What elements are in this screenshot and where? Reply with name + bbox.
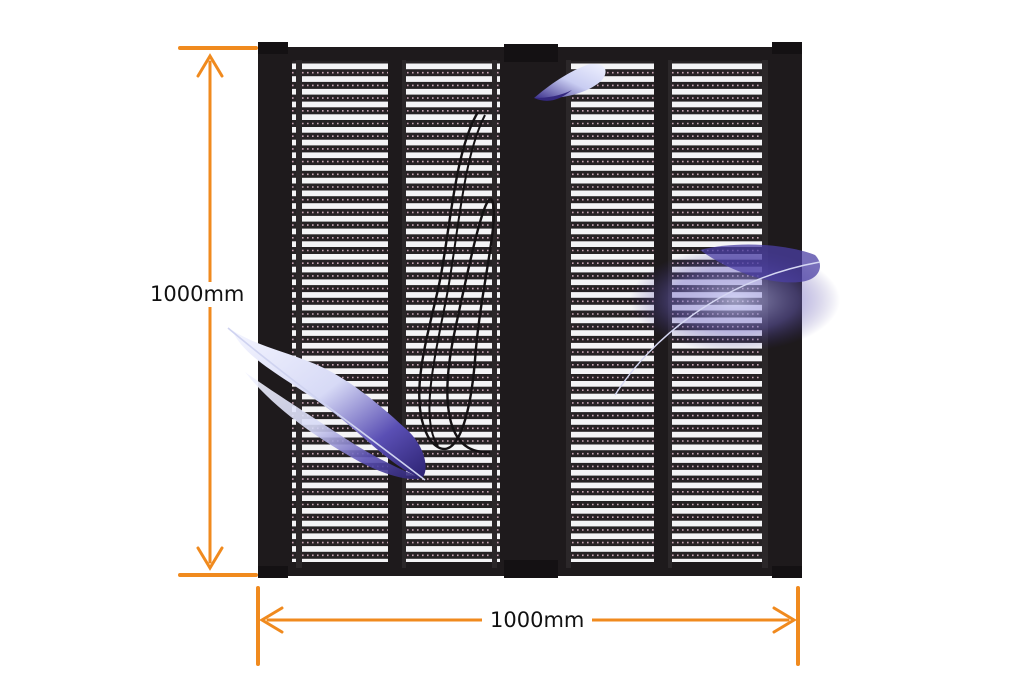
arrow-icon (259, 606, 284, 634)
frame-rail (566, 60, 571, 568)
width-dimension-label: 1000mm (482, 608, 593, 633)
frame-connector (504, 44, 558, 62)
frame-connector (504, 560, 558, 578)
power-cable (418, 111, 496, 454)
arrow-icon (772, 606, 797, 634)
frame-rail (402, 60, 406, 568)
frame-connector (258, 566, 288, 578)
arrow-icon (196, 53, 224, 78)
frame-connector (772, 42, 802, 54)
arrow-icon (196, 546, 224, 571)
feather-icon (614, 244, 840, 396)
feather-icon (534, 63, 606, 101)
frame-post (388, 47, 402, 576)
height-dimension-label: 1000mm (150, 282, 245, 307)
frame-post (258, 47, 292, 576)
frame-post (500, 47, 566, 576)
frame-rail (296, 60, 302, 568)
frame-rail (492, 60, 497, 568)
frame-connector (258, 42, 288, 54)
frame-connector (772, 566, 802, 578)
power-cable-2 (428, 114, 486, 447)
feather-icon (227, 327, 426, 481)
